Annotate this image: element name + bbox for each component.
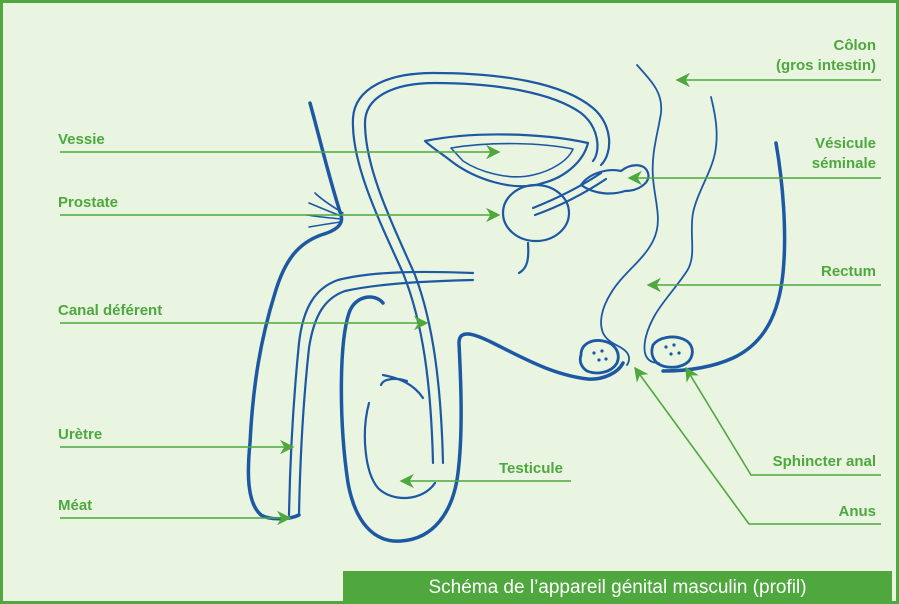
label-colon-line1: Côlon <box>834 37 877 55</box>
label-uretre: Urètre <box>58 426 102 444</box>
sphincter-right <box>652 337 693 367</box>
seminal-duct <box>519 173 606 273</box>
label-vesicule-line2: séminale <box>812 155 876 173</box>
urethra-outer <box>289 272 473 515</box>
arrow-anus <box>635 368 881 524</box>
prostate-shape <box>503 185 569 241</box>
diagram-caption: Schéma de l’appareil génital masculin (p… <box>343 571 892 604</box>
sphincter-dots <box>592 343 680 361</box>
label-vessie: Vessie <box>58 131 105 149</box>
testicle-shape <box>365 375 435 498</box>
label-prostate: Prostate <box>58 194 118 212</box>
label-rectum: Rectum <box>821 263 876 281</box>
vas-deferens-a <box>353 73 609 463</box>
label-anus: Anus <box>839 503 877 521</box>
label-canal-deferent: Canal déférent <box>58 302 162 320</box>
label-colon-line2: (gros intestin) <box>776 57 876 75</box>
label-meat: Méat <box>58 497 92 515</box>
urethra-inner <box>299 280 473 515</box>
label-testicule: Testicule <box>499 460 563 478</box>
colon-line-right <box>644 97 716 363</box>
penis-outline <box>248 103 341 519</box>
label-sphincter-anal: Sphincter anal <box>773 453 876 471</box>
scrotum-outline <box>341 297 623 541</box>
sphincter-left <box>580 341 618 373</box>
label-vesicule-line1: Vésicule <box>815 135 876 153</box>
